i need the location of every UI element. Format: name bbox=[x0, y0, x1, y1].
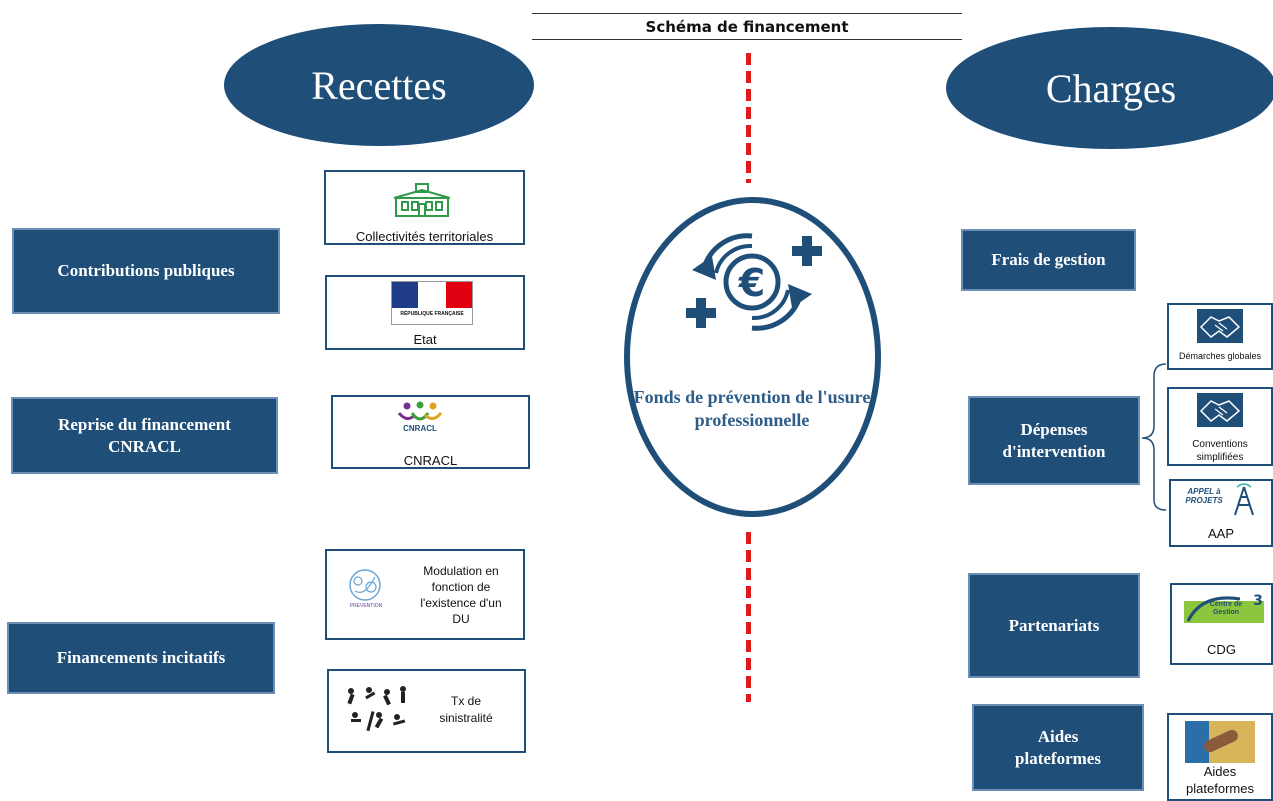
title-top-rule bbox=[532, 13, 962, 14]
card-label: CDG bbox=[1207, 642, 1236, 657]
category-aides-plateformes: Aides plateformes bbox=[972, 704, 1144, 791]
euro-exchange-icon: € bbox=[686, 233, 822, 331]
separator-top bbox=[746, 53, 751, 183]
cdg-logo-text: Centre de Gestion bbox=[1209, 601, 1243, 616]
category-financements-incitatifs: Financements incitatifs bbox=[7, 622, 275, 694]
title-bottom-rule bbox=[532, 39, 962, 40]
town-hall-icon bbox=[393, 183, 451, 217]
category-partenariats: Partenariats bbox=[968, 573, 1140, 678]
card-cdg: 3 Centre de Gestion CDG bbox=[1170, 583, 1273, 665]
handshake-icon bbox=[1197, 393, 1243, 427]
card-aap: APPEL à PROJETS AAP bbox=[1169, 479, 1273, 547]
card-label: Aides plateformes bbox=[1186, 764, 1254, 796]
card-modulation: PREVENTION Modulation en fonction de l'e… bbox=[325, 549, 525, 640]
card-collectivites: Collectivités territoriales bbox=[324, 170, 525, 245]
prevention-logo-text: PREVENTION bbox=[349, 603, 383, 609]
prevention-icon bbox=[349, 569, 381, 601]
page-title: Schéma de financement bbox=[645, 18, 849, 36]
svg-text:3: 3 bbox=[1253, 593, 1263, 609]
category-reprise-financement: Reprise du financement CNRACL bbox=[11, 397, 278, 474]
card-label: Etat bbox=[413, 332, 437, 347]
recettes-header: Recettes bbox=[224, 24, 534, 146]
marianne-logo: RÉPUBLIQUE FRANÇAISE bbox=[391, 281, 473, 325]
accident-figures-icon bbox=[347, 686, 406, 732]
card-demarches-globales: Démarches globales bbox=[1167, 303, 1273, 370]
card-label: AAP bbox=[1207, 526, 1234, 541]
card-aides-plateformes: Aides plateformes bbox=[1167, 713, 1273, 801]
centre-de-gestion-logo: 3 bbox=[1184, 593, 1264, 623]
card-etat: RÉPUBLIQUE FRANÇAISE Etat bbox=[325, 275, 525, 350]
card-label: Conventions simplifiées bbox=[1192, 439, 1248, 463]
category-frais-gestion: Frais de gestion bbox=[961, 229, 1136, 291]
card-label: Tx de sinistralité bbox=[439, 694, 493, 725]
aap-logo-text: APPEL à PROJETS bbox=[1185, 487, 1223, 505]
bracket-connector bbox=[1141, 363, 1167, 511]
card-conventions-simplifiees: Conventions simplifiées bbox=[1167, 387, 1273, 466]
card-tx-sinistralite: Tx de sinistralité bbox=[327, 669, 526, 753]
antenna-tower-icon bbox=[1234, 483, 1254, 516]
category-depenses-intervention: Dépenses d'intervention bbox=[968, 396, 1140, 485]
charges-header: Charges bbox=[946, 27, 1273, 149]
handshake-icon bbox=[1197, 309, 1243, 343]
center-fund-label: Fonds de prévention de l'usure professio… bbox=[633, 387, 871, 430]
center-fund-ellipse bbox=[624, 197, 881, 517]
svg-text:€: € bbox=[738, 261, 765, 305]
separator-bottom bbox=[746, 532, 751, 702]
card-label: Collectivités territoriales bbox=[355, 229, 494, 244]
card-label: Modulation en fonction de l'existence d'… bbox=[420, 564, 502, 626]
card-cnracl: CNRACL CNRACL bbox=[331, 395, 530, 469]
card-label: CNRACL bbox=[403, 453, 458, 468]
category-contributions-publiques: Contributions publiques bbox=[12, 228, 280, 314]
hands-photo bbox=[1185, 721, 1255, 763]
cnracl-people-icon bbox=[397, 401, 443, 421]
cnracl-logo-text: CNRACL bbox=[403, 424, 437, 433]
card-label: Démarches globales bbox=[1178, 351, 1262, 361]
